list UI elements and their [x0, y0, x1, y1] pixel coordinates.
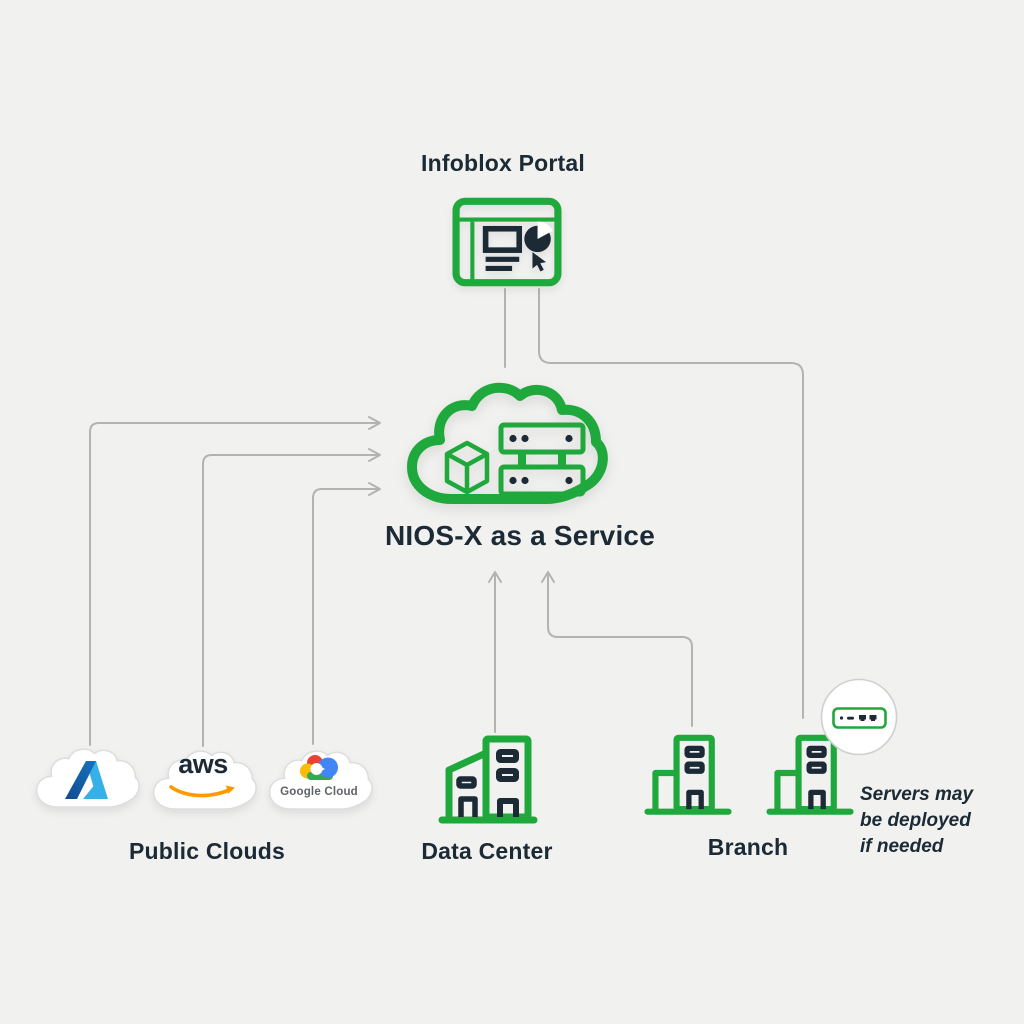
building-annex [445, 749, 488, 817]
building-windows-doors [684, 745, 705, 810]
connector-aws-to-nios [202, 454, 380, 747]
arrowhead-branch [541, 571, 555, 583]
connector-portal-to-branch [538, 288, 804, 719]
connector-azure-to-nios [89, 422, 380, 746]
branch-note-line: be deployed [860, 810, 971, 831]
dashboard-window-icon [452, 197, 562, 287]
portal-label: Infoblox Portal [421, 150, 585, 176]
arrowhead-google [368, 482, 381, 496]
branch-label: Branch [707, 834, 789, 860]
public-clouds-label: Public Clouds [129, 838, 285, 864]
building-tower [482, 735, 532, 821]
nios-cloud-label: NIOS-X as a Service [385, 520, 655, 551]
branch-note-line: if needed [860, 836, 944, 857]
white-cloud-shape [35, 748, 140, 808]
cursor-icon [532, 252, 547, 272]
building-windows-doors [456, 749, 519, 817]
branch-note: Servers may be deployed if needed [860, 782, 1024, 860]
arrowhead-azure [368, 416, 381, 430]
white-cloud-shape [152, 750, 257, 810]
server-rack-icon [498, 422, 586, 497]
cloud-icon [407, 382, 608, 504]
google-cloud-logo-text: Google Cloud [280, 786, 358, 798]
cube-icon [444, 440, 490, 495]
nios-cloud-outline [407, 382, 608, 504]
data-center-label: Data Center [421, 838, 553, 864]
portal-window-frame [452, 197, 562, 287]
azure-logo-icon [65, 761, 108, 799]
arrowhead-aws [368, 448, 381, 462]
branch-note-line: Servers may [860, 784, 974, 805]
google-cloud: Google Cloud [261, 743, 377, 821]
building-annex [652, 769, 677, 810]
appliance-badge [820, 678, 898, 756]
aws-logo-text: aws [178, 749, 228, 779]
azure-cloud [28, 741, 144, 819]
aws-smile-icon [169, 785, 235, 798]
google-cloud-logo-icon [300, 755, 338, 780]
aws-cloud: aws [145, 743, 261, 821]
pie-chart-icon [524, 221, 553, 253]
connector-branch-to-nios [547, 572, 693, 727]
branch-building-icon [644, 734, 732, 815]
connector-google-to-nios [312, 488, 380, 745]
arrowhead-datacenter [488, 571, 502, 583]
white-cloud-shape [268, 750, 373, 810]
network-appliance-icon [832, 707, 887, 729]
portal-panel-icon [482, 225, 523, 253]
datacenter-building-icon [438, 735, 538, 824]
building-annex [774, 769, 799, 810]
building-windows-doors [806, 745, 827, 810]
branch-building-icon [766, 734, 854, 815]
